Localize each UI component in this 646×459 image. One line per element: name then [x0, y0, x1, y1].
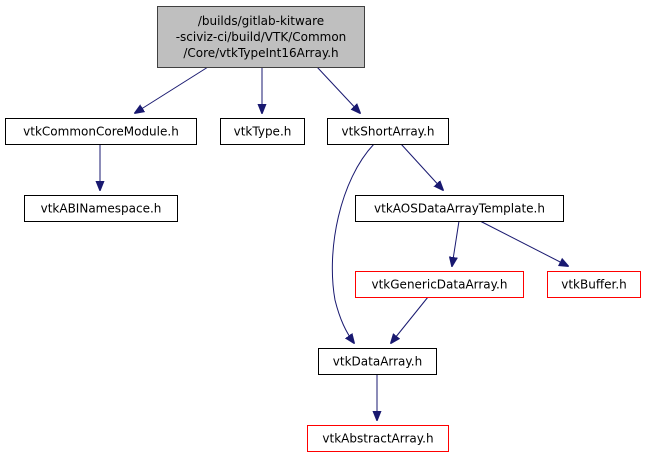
node-box	[307, 425, 449, 452]
node-box	[157, 6, 365, 68]
node-label: /builds/gitlab-kitware	[198, 14, 324, 28]
edge-short_array-to-aos_template	[400, 143, 443, 190]
node-label: vtkShortArray.h	[342, 125, 435, 139]
edge-root-to-common_core_module	[135, 66, 209, 113]
node-generic-data-array[interactable]: vtkGenericDataArray.h	[355, 271, 524, 298]
node-abstract-array[interactable]: vtkAbstractArray.h	[307, 425, 449, 452]
node-label: vtkBuffer.h	[561, 278, 627, 292]
node-box	[24, 195, 178, 222]
node-aos-template[interactable]: vtkAOSDataArrayTemplate.h	[355, 195, 564, 222]
node-box	[355, 195, 564, 222]
node-abi-namespace[interactable]: vtkABINamespace.h	[24, 195, 178, 222]
nodes: /builds/gitlab-kitware -sciviz-ci/build/V…	[5, 6, 641, 452]
node-short-array[interactable]: vtkShortArray.h	[327, 118, 449, 145]
node-root: /builds/gitlab-kitware -sciviz-ci/build/V…	[157, 6, 365, 68]
edge-aos_template-to-buffer	[479, 220, 568, 266]
edge-short_array-to-data_array	[331, 143, 375, 343]
node-label: vtkCommonCoreModule.h	[23, 125, 179, 139]
node-box	[5, 118, 197, 145]
node-label: vtkDataArray.h	[333, 355, 422, 369]
edge-aos_template-to-generic_data_array	[452, 220, 460, 266]
edge-root-to-short_array	[316, 66, 360, 113]
node-label: vtkABINamespace.h	[41, 202, 162, 216]
node-label: /Core/vtkTypeInt16Array.h	[183, 46, 338, 60]
node-box	[547, 271, 641, 298]
node-buffer[interactable]: vtkBuffer.h	[547, 271, 641, 298]
node-label: vtkAbstractArray.h	[322, 432, 433, 446]
node-box	[318, 348, 437, 375]
edges	[100, 66, 568, 420]
node-common-core-module[interactable]: vtkCommonCoreModule.h	[5, 118, 197, 145]
node-vtk-type[interactable]: vtkType.h	[220, 118, 305, 145]
node-data-array[interactable]: vtkDataArray.h	[318, 348, 437, 375]
node-label: vtkGenericDataArray.h	[372, 278, 508, 292]
node-label: vtkType.h	[234, 125, 292, 139]
edge-generic_data_array-to-data_array	[391, 296, 429, 343]
node-label: -sciviz-ci/build/VTK/Common	[176, 30, 347, 44]
node-box	[355, 271, 524, 298]
node-box	[327, 118, 449, 145]
node-label: vtkAOSDataArrayTemplate.h	[374, 202, 545, 216]
node-box	[220, 118, 305, 145]
